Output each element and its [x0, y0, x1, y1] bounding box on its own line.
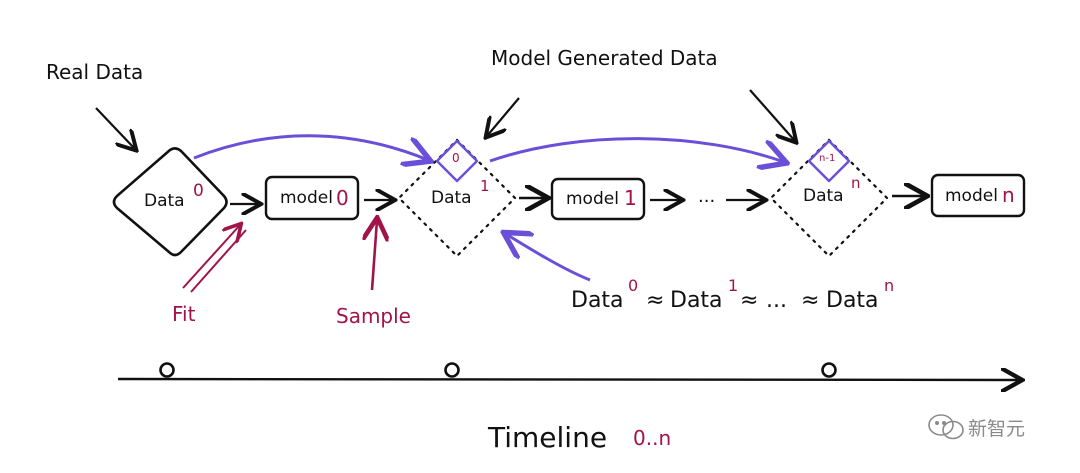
timeline-tick-n — [821, 362, 837, 378]
equation-approx-2: ≈ — [740, 288, 759, 313]
data0-diamond — [112, 147, 228, 257]
modeln-label: model — [945, 186, 998, 206]
data0-superscript: 0 — [193, 181, 204, 201]
data0-label: Data — [144, 191, 185, 211]
datan-label: Data — [803, 186, 844, 206]
arrow-generated-pointer-1 — [487, 97, 520, 136]
fit-arrow-1 — [182, 225, 240, 289]
arrow-real-data-pointer — [95, 107, 135, 149]
equation-data1: Data — [670, 288, 723, 313]
model0-label: model — [280, 188, 333, 208]
timeline-range: 0..n — [633, 426, 672, 450]
data1-label: Data — [431, 188, 472, 208]
datan-superscript: n — [851, 174, 861, 192]
equation-sup0: 0 — [628, 276, 639, 295]
fit-arrow-2 — [190, 229, 247, 293]
ellipsis: ... — [698, 186, 716, 207]
equation-sup1: 1 — [728, 276, 739, 295]
small-diamond-n-1 — [807, 139, 851, 183]
datan-diamond — [769, 138, 889, 258]
model1-box — [550, 177, 646, 221]
small-diamond-0 — [435, 139, 479, 183]
purple-arrow-data0-to-data1 — [193, 134, 428, 160]
fit-label: Fit — [172, 302, 196, 326]
sample-label: Sample — [336, 304, 411, 328]
small-diamond-n-1-label: n-1 — [819, 153, 836, 164]
model1-index: 1 — [624, 186, 637, 210]
model-generated-data-label: Model Generated Data — [491, 46, 718, 70]
timeline-tick-0 — [159, 362, 175, 378]
modeln-index: n — [1002, 183, 1015, 207]
purple-arrow-data1-to-datan — [489, 137, 784, 162]
equation-supn: n — [884, 276, 895, 295]
model0-box — [264, 175, 360, 221]
data1-superscript: 1 — [480, 177, 490, 195]
small-diamond-0-label: 0 — [452, 151, 460, 165]
equation-approx-1: ≈ — [646, 288, 665, 313]
equation-data0: Data — [571, 288, 624, 313]
model1-label: model — [566, 189, 619, 209]
real-data-label: Real Data — [46, 60, 144, 84]
timeline-tick-1 — [444, 362, 460, 378]
equation-approx-3: ≈ — [801, 288, 820, 313]
purple-arrow-equation-to-data1 — [506, 234, 591, 282]
data1-diamond — [397, 138, 517, 258]
watermark-logo-icon — [928, 414, 964, 440]
sample-arrow — [372, 220, 377, 291]
arrow-generated-pointer-2 — [749, 89, 795, 141]
timeline-label: Timeline — [488, 421, 608, 454]
watermark-text: 新智元 — [968, 418, 1026, 440]
modeln-box — [930, 173, 1026, 218]
model0-index: 0 — [336, 186, 349, 210]
timeline-axis — [117, 379, 1020, 380]
equation-ellipsis: ... — [766, 288, 787, 313]
equation-datan: Data — [826, 288, 879, 313]
